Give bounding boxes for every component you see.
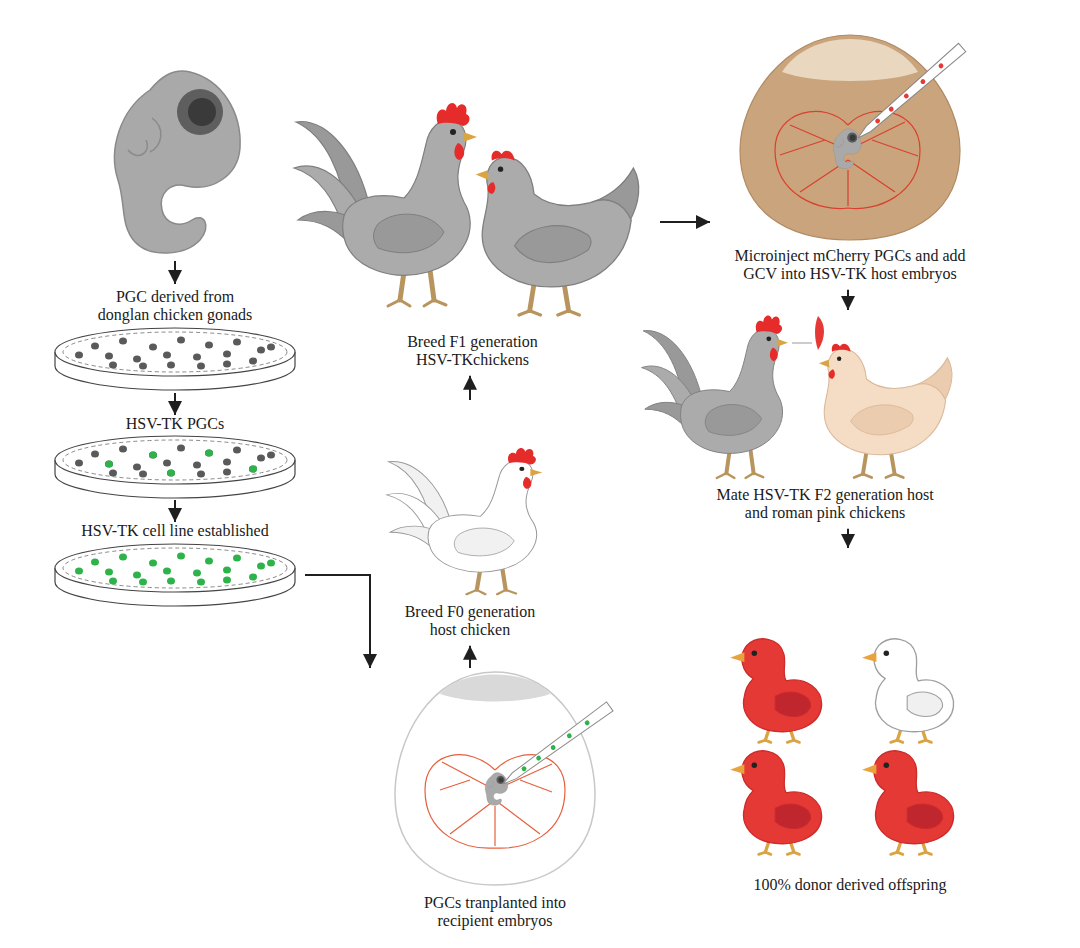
pipette-tube	[500, 702, 613, 788]
petri-dish	[55, 544, 295, 606]
step-panel: HSV-TK cell line established	[45, 522, 305, 608]
cell-dots	[75, 337, 275, 370]
step-arrow	[174, 261, 176, 284]
step-caption: PGC derived from donglan chicken gonads	[90, 288, 260, 325]
flow-arrow	[847, 290, 849, 310]
micropipette	[500, 702, 613, 788]
petri-dish	[55, 328, 295, 390]
red-feather	[815, 316, 824, 350]
flow-arrow	[174, 393, 176, 415]
green-cells	[105, 450, 257, 477]
step-panel: Breed F1 generation HSV-TKchickens	[285, 92, 660, 376]
pipette-tube	[854, 43, 965, 142]
petri-dish	[55, 544, 295, 606]
air-cell	[782, 39, 918, 81]
blood-vessels	[425, 755, 565, 848]
step-caption: HSV-TK PGCs	[55, 415, 295, 433]
red-chick	[730, 751, 821, 855]
flow-arrow	[174, 500, 176, 522]
step-caption: Breed F0 generation host chicken	[395, 603, 545, 640]
flow-arrow	[660, 221, 710, 223]
white-rooster	[387, 448, 543, 594]
grey-hen	[476, 151, 639, 315]
host-egg	[740, 35, 966, 240]
red-chick	[730, 639, 821, 743]
embryo-figure	[485, 773, 508, 806]
air-cell	[440, 675, 550, 702]
flow-arrow	[847, 529, 849, 548]
step-panel: Microinject mCherry PGCs and add GCV int…	[710, 30, 990, 290]
step-panel: PGC derived from donglan chicken gonads	[45, 288, 305, 393]
embryo-figure	[833, 129, 861, 169]
blood-vessels	[775, 111, 920, 208]
recipient-egg	[395, 672, 613, 885]
connectors	[175, 222, 848, 668]
egg-shell	[395, 672, 595, 885]
red-cells	[874, 62, 944, 124]
white-chick	[862, 639, 953, 743]
flow-arrow	[305, 575, 370, 668]
flow-arrow	[469, 376, 471, 400]
petri-dish	[55, 436, 295, 498]
step-caption: Breed F1 generation HSV-TKchickens	[398, 333, 548, 370]
green-cells	[521, 720, 591, 773]
step-panel: Breed F0 generation host chicken	[380, 400, 560, 646]
micropipette	[854, 43, 965, 142]
cell-dots	[75, 445, 275, 478]
cell-dots	[75, 553, 275, 586]
step-caption: HSV-TK cell line established	[55, 522, 295, 540]
step-panel: Mate HSV-TK F2 generation host and roman…	[630, 310, 1020, 529]
step-panel: HSV-TK PGCs	[45, 415, 305, 500]
embryo-figure	[115, 71, 241, 253]
step-caption: 100% donor derived offspring	[720, 876, 980, 894]
flow-arrow	[469, 646, 471, 668]
red-chick	[862, 751, 953, 855]
step-caption: Microinject mCherry PGCs and add GCV int…	[728, 247, 973, 284]
pink-hen	[819, 344, 952, 478]
step-panel: 100% donor derived offspring	[700, 548, 1000, 900]
petri-dish	[55, 328, 295, 390]
step-caption: Mate HSV-TK F2 generation host and roman…	[710, 486, 940, 523]
step-panel: PGCs tranplanted into recipient embryos	[360, 668, 630, 937]
mating-line	[792, 342, 812, 343]
egg-shell	[740, 35, 960, 240]
grey-rooster	[642, 316, 788, 478]
petri-dish	[55, 436, 295, 498]
grey-rooster	[294, 103, 477, 306]
step-caption: PGCs tranplanted into recipient embryos	[420, 894, 570, 931]
